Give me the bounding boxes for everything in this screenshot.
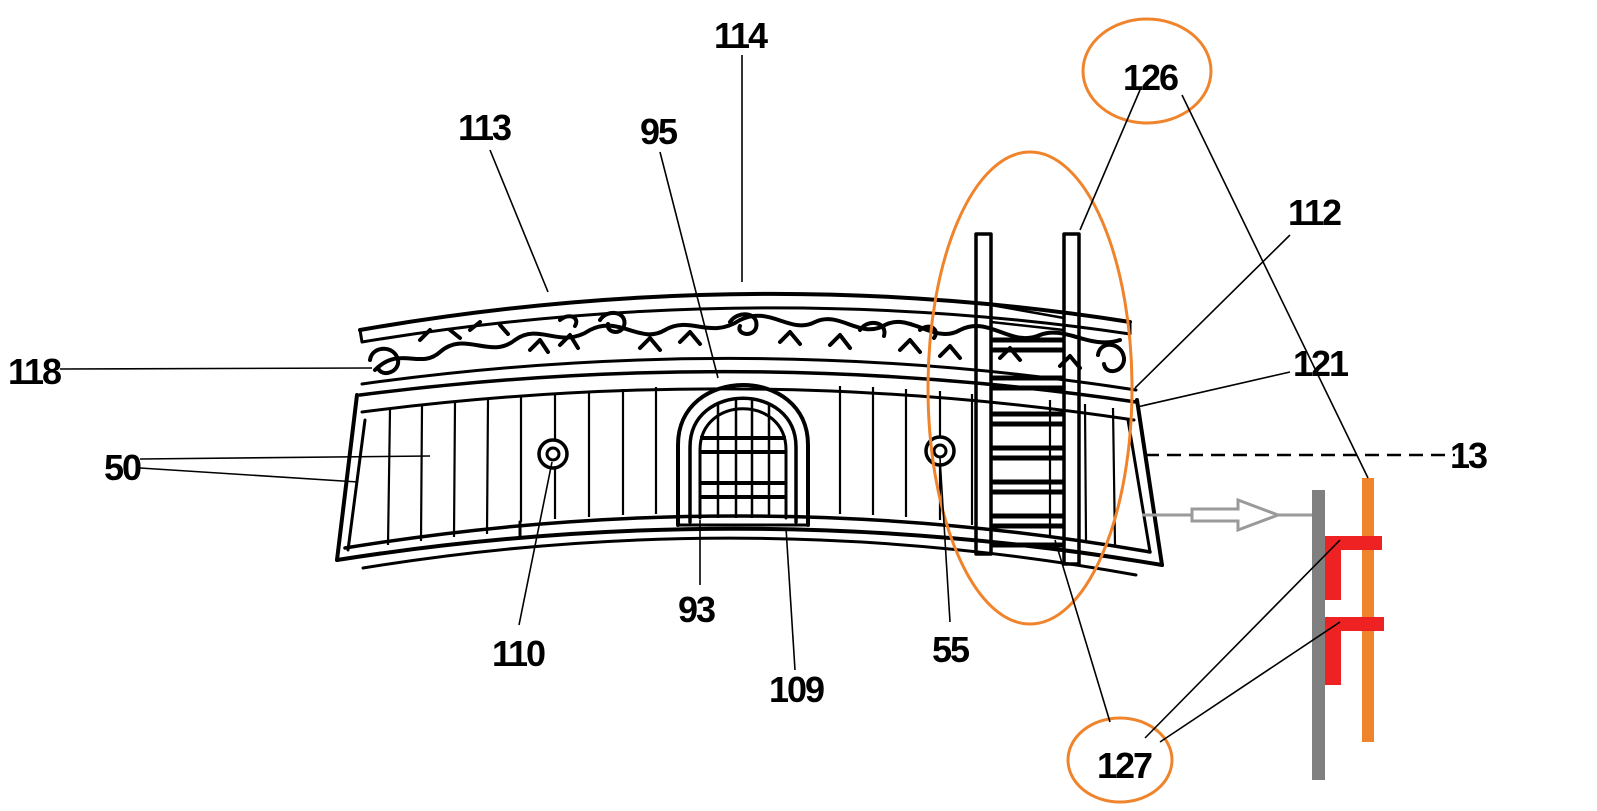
highlight-ellipse-ladder [926, 150, 1134, 626]
leader-lines [59, 55, 1369, 743]
wall-left-edge-inner [346, 418, 367, 552]
label-114: 114 [714, 15, 768, 56]
label-110: 110 [492, 633, 545, 674]
label-118: 118 [8, 351, 61, 392]
door-inner-arch [688, 396, 798, 524]
scrollwork-frieze [368, 310, 1126, 376]
label-95: 95 [640, 111, 678, 152]
label-127: 127 [1097, 745, 1152, 786]
highlight-marks [926, 17, 1213, 804]
side-inset [1142, 453, 1455, 780]
label-126: 126 [1123, 57, 1178, 98]
wall-panel-bottom [343, 514, 1152, 554]
door-outer-arch [676, 383, 810, 527]
wall-base-band [335, 526, 1164, 567]
orange-rail-bar [1362, 478, 1374, 742]
label-113: 113 [458, 107, 511, 148]
arched-door [676, 383, 810, 527]
gray-wall-bar [1312, 490, 1325, 780]
ladder-rungs [991, 337, 1064, 548]
cornice-bottom-edge [360, 356, 1138, 392]
red-brackets [1325, 536, 1384, 685]
label-121: 121 [1293, 343, 1349, 384]
door-inner-arch-2 [698, 407, 788, 520]
ornament-left [537, 438, 569, 470]
reference-labels: 114 113 95 126 112 118 121 50 13 110 93 … [8, 15, 1489, 786]
ladder-right-rail [1062, 232, 1081, 566]
wall-left-edge [335, 393, 359, 562]
label-93: 93 [678, 589, 715, 630]
wall-right-edge-inner [1126, 418, 1152, 554]
wall-base-band-inner [361, 536, 1138, 577]
cornice-top-edge [358, 291, 1132, 332]
label-50: 50 [104, 447, 141, 488]
arrow-hollow [1190, 497, 1283, 533]
label-112: 112 [1288, 192, 1341, 233]
wall-panel-top-inner [360, 387, 1136, 422]
highlight-ellipse-127 [1066, 716, 1174, 804]
wall-right-edge [1135, 398, 1164, 567]
label-109: 109 [769, 669, 824, 710]
wall-structure [335, 369, 1164, 577]
ladder [974, 232, 1081, 566]
highlight-ellipse-126 [1081, 17, 1213, 125]
label-55: 55 [932, 629, 970, 670]
ladder-left-rail [974, 232, 993, 556]
label-13: 13 [1450, 435, 1487, 476]
